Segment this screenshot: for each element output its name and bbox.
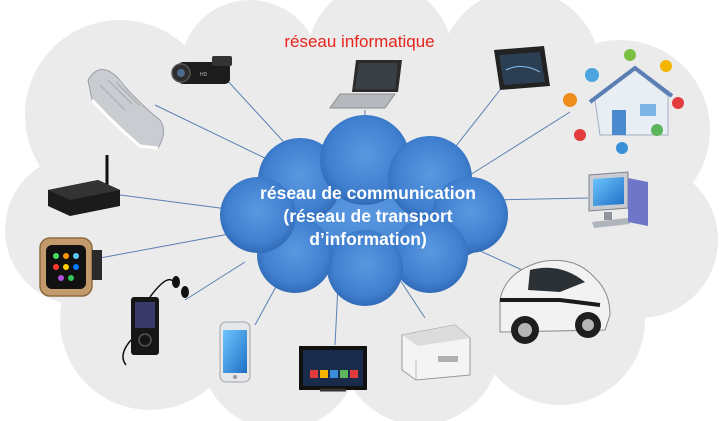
camcorder-icon: HD <box>171 56 232 84</box>
outer-network-label: réseau informatique <box>284 32 435 51</box>
svg-text:HD: HD <box>200 72 208 78</box>
core-label-line3: d’information) <box>309 229 427 249</box>
smart-home-icon <box>563 49 684 154</box>
tv-box-icon <box>48 155 120 216</box>
smartwatch-icon <box>39 237 102 297</box>
core-network-label: réseau de communication (réseau de trans… <box>228 182 508 251</box>
printer-icon <box>401 324 471 381</box>
core-label-line1: réseau de communication <box>260 183 476 203</box>
tablet-icon <box>494 46 550 90</box>
sneaker-icon <box>87 69 164 150</box>
mp3-player-icon <box>122 276 189 366</box>
car-icon <box>499 259 611 344</box>
smartphone-icon <box>219 321 251 383</box>
desktop-computer-icon <box>588 171 648 228</box>
core-label-line2: (réseau de transport <box>283 206 453 226</box>
smart-tv-icon <box>299 346 367 392</box>
laptop-icon <box>329 60 402 109</box>
core-cloud <box>220 115 508 306</box>
